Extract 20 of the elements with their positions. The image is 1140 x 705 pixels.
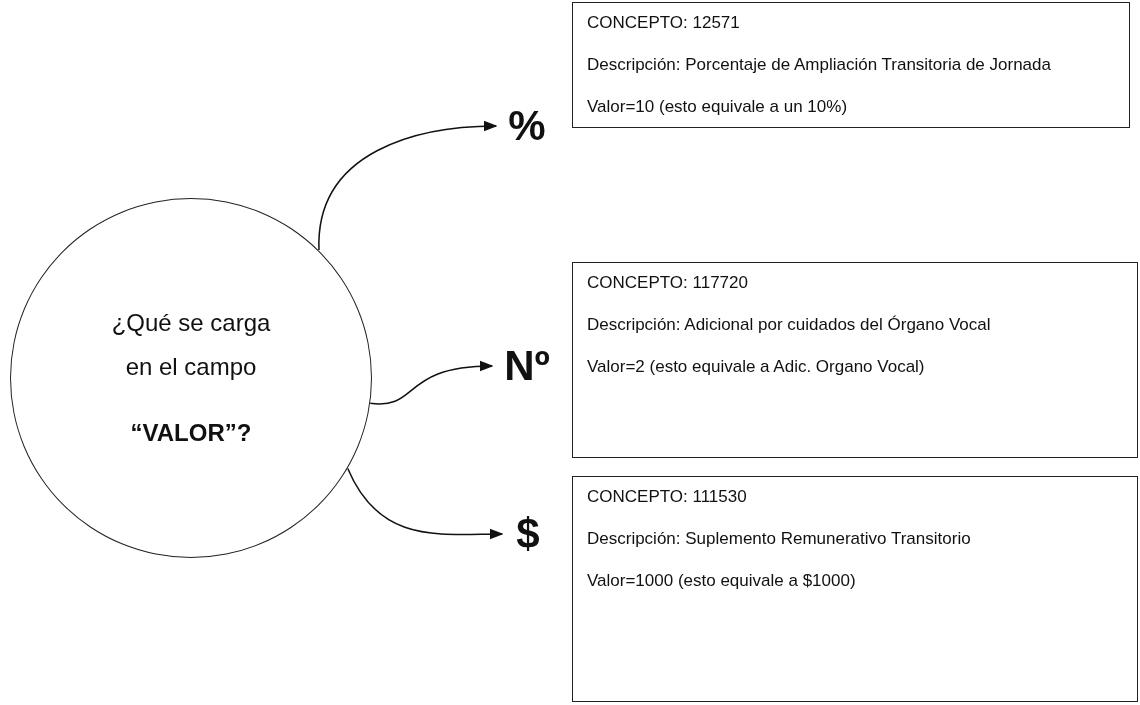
card-text: Descripción: Adicional por cuidados del Órgano Vocal <box>587 314 992 336</box>
card-text: CONCEPTO: 12571 <box>587 12 741 34</box>
unit-symbol: $ <box>504 504 552 564</box>
curved-arrow <box>347 467 504 540</box>
card-text: CONCEPTO: 111530 <box>587 486 748 508</box>
question-text: “VALOR”? <box>130 418 252 448</box>
curved-arrow <box>369 361 494 405</box>
concept-card <box>572 476 1138 702</box>
card-text: Descripción: Porcentaje de Ampliación Transitoria de Jornada <box>587 54 1052 76</box>
card-text: Valor=1000 (esto equivale a $1000) <box>587 570 857 592</box>
concept-card <box>572 262 1138 458</box>
unit-symbol: Nº <box>494 340 560 392</box>
curved-arrow <box>318 120 498 251</box>
card-text: Valor=10 (esto equivale a un 10%) <box>587 96 849 118</box>
card-text: Valor=2 (esto equivale a Adic. Organo Vocal) <box>587 356 926 378</box>
question-text: ¿Qué se carga en el campo <box>110 308 272 382</box>
card-text: Descripción: Suplemento Remunerativo Transitorio <box>587 528 972 550</box>
unit-symbol: % <box>498 98 556 154</box>
concept-card <box>572 2 1130 128</box>
card-text: CONCEPTO: 117720 <box>587 272 749 294</box>
